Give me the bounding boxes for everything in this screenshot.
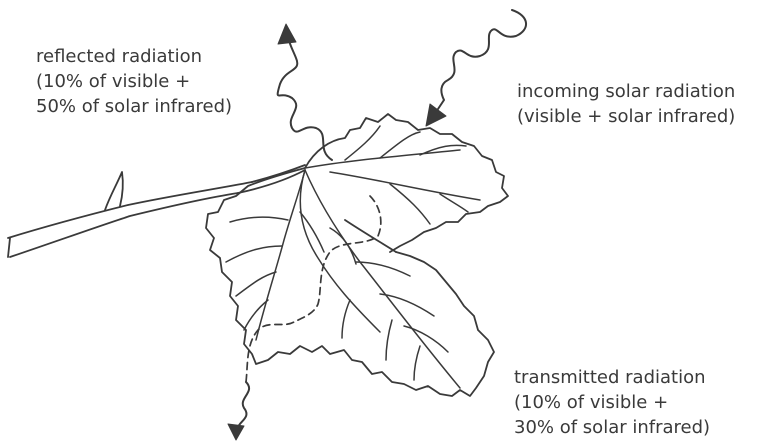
incoming-radiation-label: incoming solar radiation (visible + sola… — [517, 79, 735, 129]
transmitted-path-dashed — [246, 196, 381, 382]
transmitted-radiation-title: transmitted radiation — [514, 365, 710, 390]
reflected-radiation-infrared-share: 50% of solar infrared) — [36, 94, 232, 119]
transmitted-radiation-wave — [238, 382, 249, 428]
incoming-radiation-arrowhead — [426, 104, 446, 126]
incoming-radiation-wave — [436, 10, 526, 112]
transmitted-radiation-arrowhead — [228, 424, 244, 440]
leaf-front — [206, 168, 494, 396]
reflected-radiation-label: reflected radiation (10% of visible + 50… — [36, 44, 232, 119]
reflected-radiation-visible-share: (10% of visible + — [36, 69, 232, 94]
transmitted-radiation-label: transmitted radiation (10% of visible + … — [514, 365, 710, 440]
twig — [8, 165, 305, 257]
reflected-radiation-arrowhead — [278, 24, 296, 44]
incoming-radiation-composition: (visible + solar infrared) — [517, 104, 735, 129]
reflected-radiation-wave — [278, 32, 332, 160]
transmitted-radiation-visible-share: (10% of visible + — [514, 390, 710, 415]
transmitted-radiation-infrared-share: 30% of solar infrared) — [514, 415, 710, 440]
incoming-radiation-title: incoming solar radiation — [517, 79, 735, 104]
reflected-radiation-title: reflected radiation — [36, 44, 232, 69]
